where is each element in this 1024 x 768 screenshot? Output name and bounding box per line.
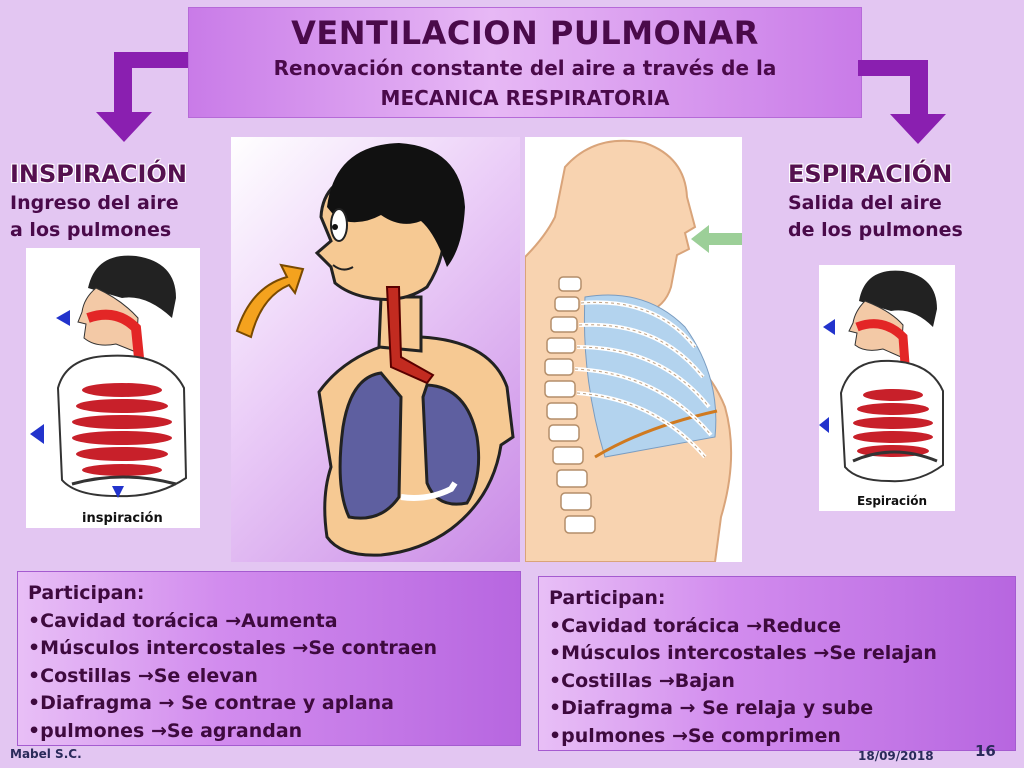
slide-title: VENTILACION PULMONAR (291, 14, 759, 52)
list-item: •Cavidad torácica →Aumenta (28, 609, 338, 632)
slide-subtitle-line2: MECANICA RESPIRATORIA (380, 86, 670, 110)
list-item: •Cavidad torácica →Reduce (549, 614, 841, 637)
expiration-participants-box: Participan: •Cavidad torácica →Reduce •M… (538, 576, 1016, 751)
inspiration-title: INSPIRACIÓN (10, 160, 187, 188)
list-item: •Costillas →Se elevan (28, 664, 258, 687)
list-item: •Músculos intercostales →Se relajan (549, 642, 937, 664)
title-banner: VENTILACION PULMONAR Renovación constant… (188, 7, 862, 118)
footer-author: Mabel S.C. (10, 747, 82, 761)
inspiration-desc-line2: a los pulmones (10, 219, 172, 241)
list-item: •Diafragma → Se contrae y aplana (28, 692, 394, 714)
boy-lungs-icon (235, 143, 515, 557)
expiration-figure-label: Espiración (857, 494, 927, 508)
inspiration-illustration (231, 137, 520, 562)
expiration-desc-line2: de los pulmones (788, 219, 963, 241)
list-item: •Costillas →Bajan (549, 669, 735, 692)
ribcage-profile-icon (525, 139, 742, 562)
left-connector-arrow-icon (96, 52, 188, 142)
inspiration-heading: INSPIRACIÓN Ingreso del aire a los pulmo… (10, 160, 187, 244)
footer-page-number: 16 (975, 742, 996, 760)
expiration-figure-icon: Espiración (819, 270, 944, 508)
footer-date: 18/09/2018 (858, 749, 934, 763)
right-connector-arrow-icon (858, 60, 946, 144)
expiration-desc-line1: Salida del aire (788, 192, 942, 214)
expiration-illustration (525, 137, 742, 562)
inspiration-figure-label: inspiración (82, 511, 163, 526)
list-item: •pulmones →Se agrandan (28, 719, 303, 742)
expiration-participants-heading: Participan: (549, 587, 666, 609)
list-item: •pulmones →Se comprimen (549, 724, 841, 747)
inspiration-desc-line1: Ingreso del aire (10, 192, 179, 214)
slide-subtitle-line1: Renovación constante del aire a través d… (273, 56, 777, 80)
list-item: •Músculos intercostales →Se contraen (28, 637, 438, 659)
list-item: •Diafragma → Se relaja y sube (549, 697, 874, 719)
inspiration-participants-box: Participan: •Cavidad torácica →Aumenta •… (17, 571, 521, 746)
expiration-heading: ESPIRACIÓN Salida del aire de los pulmon… (788, 160, 963, 244)
expiration-diagram: Espiración (819, 265, 955, 511)
inspiration-participants-heading: Participan: (28, 582, 145, 604)
inspiration-figure-icon: inspiración (30, 255, 188, 526)
inspiration-diagram: inspiración (26, 248, 200, 528)
expiration-title: ESPIRACIÓN (788, 160, 953, 188)
